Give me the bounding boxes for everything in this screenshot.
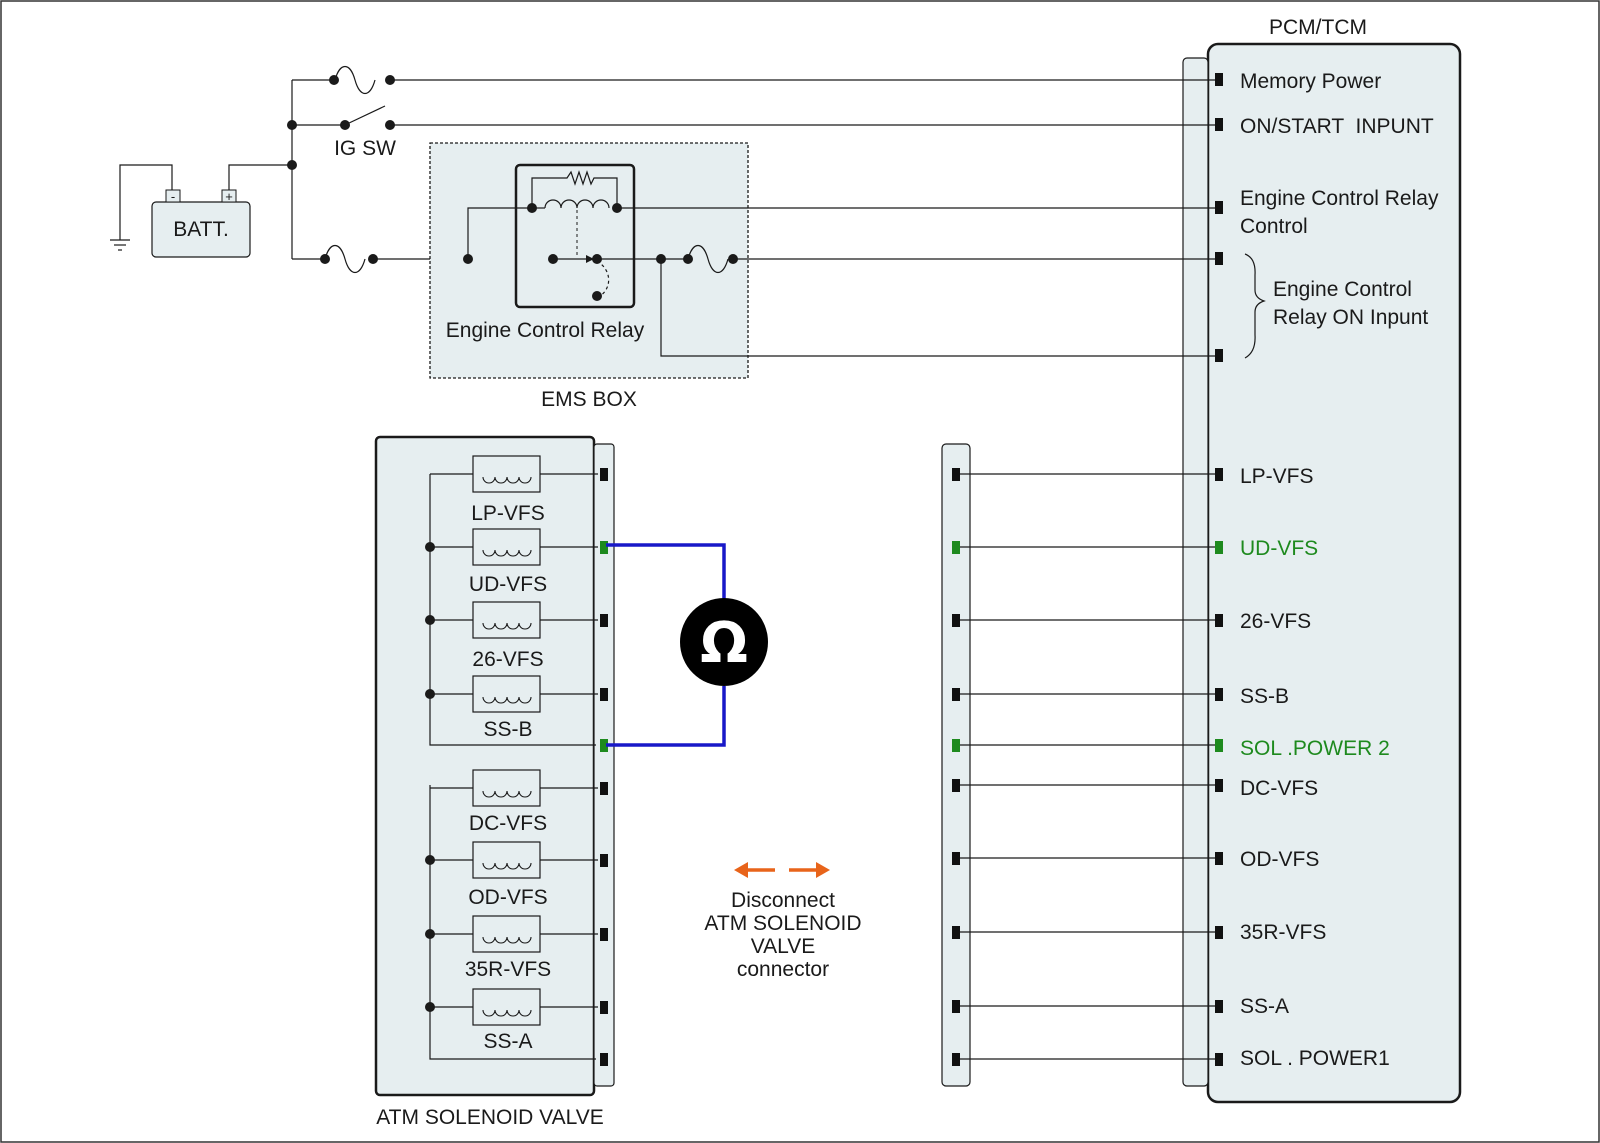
pcm-pin <box>1215 779 1223 792</box>
signal-wiring <box>600 468 1223 1066</box>
solenoid-coil <box>430 455 598 493</box>
power-junctions <box>287 75 395 264</box>
note-line: connector <box>737 958 829 981</box>
pcm-pin <box>1215 468 1223 481</box>
pcm-pin <box>1215 926 1223 939</box>
pcm-pin <box>1215 1053 1223 1066</box>
common-bus <box>429 785 596 1060</box>
solenoid-label: UD-VFS <box>469 573 547 596</box>
ohmmeter: Ω <box>606 543 768 747</box>
pcm-pin <box>1215 739 1223 752</box>
harness-pin <box>952 468 960 481</box>
valve-pin <box>600 468 608 481</box>
solenoid-label: SS-A <box>483 1030 532 1053</box>
pcm-signal-label: LP-VFS <box>1240 465 1314 488</box>
pcm-signal-label: DC-VFS <box>1240 777 1318 800</box>
atm-solenoid-valve-title: ATM SOLENOID VALVE <box>376 1106 604 1129</box>
battery-label: BATT. <box>173 218 229 241</box>
pcm-signal-label: 26-VFS <box>1240 610 1311 633</box>
battery: - + BATT. <box>110 164 292 258</box>
solenoid-label: DC-VFS <box>469 812 547 835</box>
solenoid-group <box>425 455 598 1060</box>
relay-on-input-brace <box>1244 253 1266 359</box>
engine-control-relay-label: Engine Control Relay <box>446 319 645 342</box>
pcm-pin <box>1215 688 1223 701</box>
pcm-signal-label: SS-B <box>1240 685 1289 708</box>
pcm-signal-label: OD-VFS <box>1240 848 1319 871</box>
valve-pin <box>600 541 608 554</box>
solenoid-coil <box>425 675 598 713</box>
valve-pin <box>600 854 608 867</box>
valve-pin <box>600 1053 608 1066</box>
engine-control-relay: Engine Control Relay <box>446 163 645 342</box>
harness-pin <box>952 779 960 792</box>
harness-pin <box>952 688 960 701</box>
harness-connector <box>941 443 971 1087</box>
harness-pin <box>952 541 960 554</box>
pcm-pin-label-on-start: ON/START INPUNT <box>1240 115 1434 138</box>
valve-pin <box>600 782 608 795</box>
ohmmeter-symbol: Ω <box>700 611 748 676</box>
valve-pin <box>600 1001 608 1014</box>
pcm-signal-label: 35R-VFS <box>1240 921 1326 944</box>
valve-pin <box>600 739 608 752</box>
solenoid-label: SS-B <box>483 718 532 741</box>
solenoid-label: LP-VFS <box>471 502 545 525</box>
note-line: Disconnect <box>731 889 835 912</box>
pcm-pin <box>1215 852 1223 865</box>
solenoid-coil <box>425 528 598 566</box>
valve-pin <box>600 688 608 701</box>
pcm-top-pins <box>1215 73 1223 362</box>
battery-minus-label: - <box>171 189 175 204</box>
solenoid-coil <box>425 601 598 639</box>
ems-box-title: EMS BOX <box>541 388 637 411</box>
note-line: ATM SOLENOID <box>704 912 861 935</box>
solenoid-coil <box>430 769 598 807</box>
solenoid-label: 26-VFS <box>472 648 543 671</box>
relay-junctions <box>463 254 738 264</box>
solenoid-label: OD-VFS <box>468 886 547 909</box>
pcm-pin <box>1215 1000 1223 1013</box>
battery-plus-label: + <box>225 189 233 204</box>
ig-sw-label: IG SW <box>334 137 396 160</box>
pcm-signal-label: SOL .POWER 2 <box>1240 737 1390 760</box>
harness-pin <box>952 614 960 627</box>
pcm-pin-label-memory-power: Memory Power <box>1240 70 1381 93</box>
harness-pin <box>952 739 960 752</box>
valve-pin <box>600 614 608 627</box>
pcm-title: PCM/TCM <box>1269 16 1367 39</box>
harness-pin <box>952 926 960 939</box>
solenoid-coil <box>425 915 598 953</box>
solenoid-coil <box>425 841 598 879</box>
valve-pin <box>600 928 608 941</box>
pcm-pin-label-relay-control-1: Engine Control Relay <box>1240 187 1439 210</box>
pcm-signal-label: UD-VFS <box>1240 537 1318 560</box>
pcm-signal-label: SS-A <box>1240 995 1289 1018</box>
pcm-pin-label-relay-on-2: Relay ON Inpunt <box>1273 306 1428 329</box>
pcm-pin-label-relay-control-2: Control <box>1240 215 1308 238</box>
disconnect-arrows <box>734 862 830 878</box>
note-line: VALVE <box>751 935 816 958</box>
common-bus <box>429 474 596 746</box>
solenoid-coil <box>425 988 598 1026</box>
pcm-pin-label-relay-on-1: Engine Control <box>1273 278 1412 301</box>
solenoid-label: 35R-VFS <box>465 958 551 981</box>
harness-pin <box>952 852 960 865</box>
pcm-tcm-module: PCM/TCM <box>1182 16 1462 1104</box>
harness-pin <box>952 1053 960 1066</box>
pcm-pin <box>1215 614 1223 627</box>
harness-pin <box>952 1000 960 1013</box>
relay-wiring <box>467 207 1218 357</box>
pcm-pin <box>1215 541 1223 554</box>
pcm-signal-label: SOL . POWER1 <box>1240 1047 1390 1070</box>
